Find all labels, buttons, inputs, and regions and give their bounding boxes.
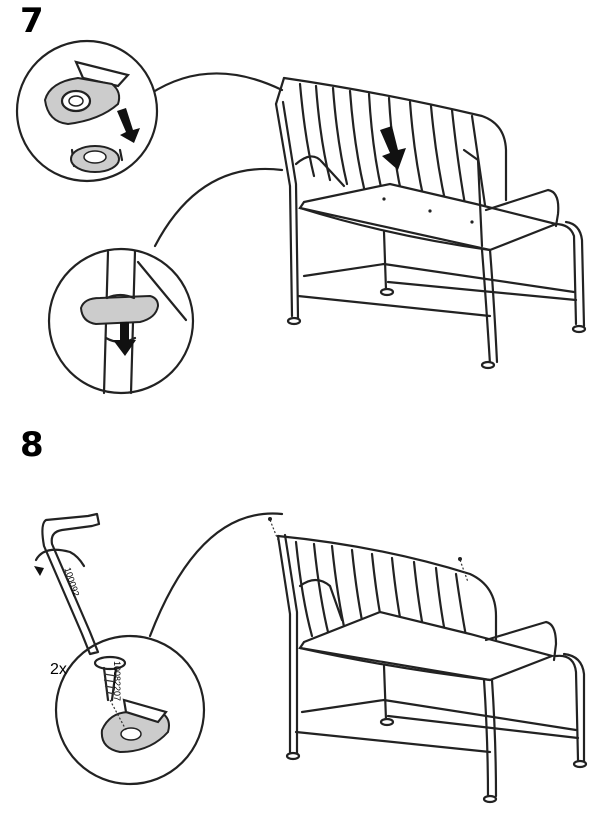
detail-circle-top <box>15 39 284 183</box>
downward-arrow-icon <box>380 126 406 170</box>
downward-arrow-icon <box>117 108 140 143</box>
screw-article-number: 10082207 <box>112 661 122 702</box>
detail-circle-bottom <box>54 512 284 786</box>
downward-arrow-icon <box>113 322 136 356</box>
bench-step-8 <box>268 517 588 804</box>
bench-step-7 <box>274 76 587 370</box>
quantity-label: 2x <box>50 661 67 678</box>
detail-circle-middle <box>47 167 284 395</box>
rotation-arrow-icon <box>34 566 44 576</box>
step-number-8: 8 <box>20 425 44 465</box>
step-number-7: 7 <box>20 1 44 41</box>
allen-key <box>34 512 101 656</box>
